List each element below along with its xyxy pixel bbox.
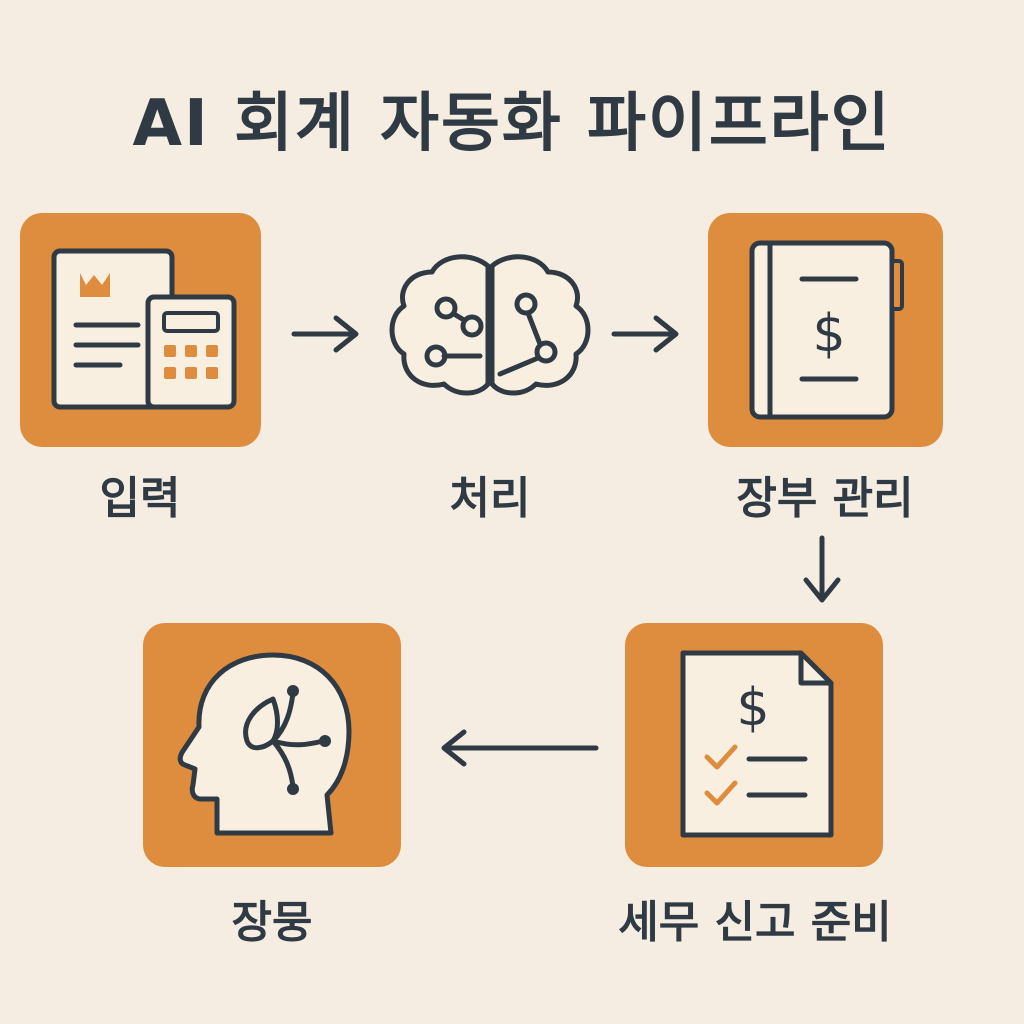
step-tax-filing-tile: $: [625, 623, 883, 867]
step-bookkeeping-tile: $: [708, 213, 943, 447]
step-processing-label: 처리: [449, 473, 531, 524]
step-input-tile: [20, 213, 261, 447]
arrow-right-icon: [290, 312, 362, 356]
document-calculator-icon: [51, 248, 237, 410]
page-title: AI 회계 자동화 파이프라인: [132, 87, 892, 161]
arrow-left-icon: [438, 726, 602, 770]
step-final-tile: [143, 623, 401, 867]
step-tax-filing-label: 세무 신고 준비: [618, 897, 892, 948]
step-bookkeeping-label: 장부 관리: [736, 473, 914, 524]
ledger-book-icon: $: [749, 240, 904, 420]
step-final-label: 장뭉: [231, 897, 313, 948]
step-input-label: 입력: [99, 473, 181, 524]
arrow-down-icon: [800, 534, 844, 606]
head-network-icon: [177, 652, 352, 836]
tax-document-icon: $: [680, 650, 834, 838]
currency-symbol: $: [736, 678, 769, 738]
currency-symbol: $: [812, 304, 845, 364]
brain-network-icon: [380, 244, 600, 404]
arrow-right-icon: [610, 312, 682, 356]
